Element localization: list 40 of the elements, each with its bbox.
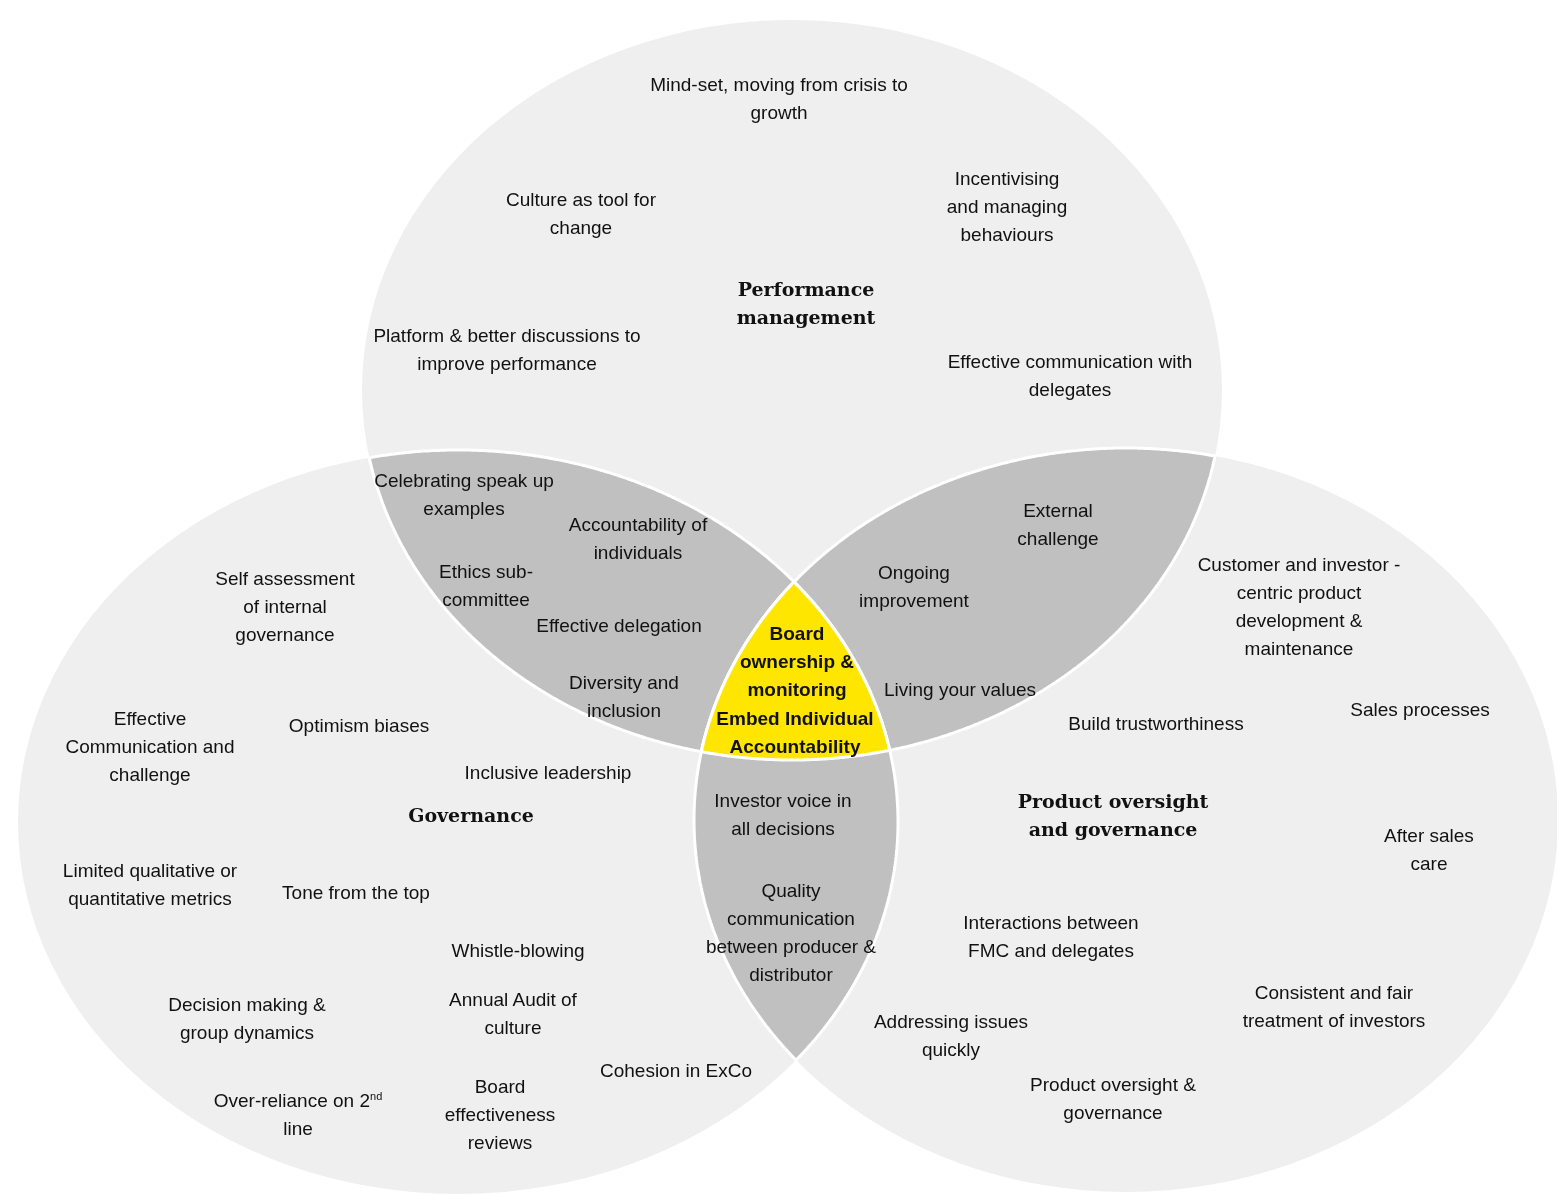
item-text: Mind-set, moving from crisis to growth — [649, 73, 909, 125]
circle-title: Performance management — [735, 277, 877, 330]
circle-title: Governance — [407, 803, 535, 828]
item-text: Interactions between FMC and delegates — [962, 911, 1140, 963]
item-text: Decision making & group dynamics — [167, 993, 327, 1045]
item-text: Ethics sub-committee — [438, 560, 534, 612]
item-text: Customer and investor - centric product development & maintenance — [1196, 553, 1402, 661]
item-text: Optimism biases — [287, 714, 431, 738]
item-text: Addressing issues quickly — [872, 1010, 1030, 1062]
item-text: Effective Communication and challenge — [64, 707, 236, 787]
item-text: After sales care — [1383, 824, 1475, 876]
item-text: Incentivising and managing behaviours — [945, 167, 1069, 247]
circle-title: Product oversight and governance — [1016, 789, 1210, 842]
item-text: Over-reliance on 2$^{nd}$ line — [212, 1088, 384, 1141]
item-text: Cohesion in ExCo — [598, 1059, 754, 1083]
item-text: Sales processes — [1349, 698, 1491, 722]
item-text: Self assessment of internal governance — [214, 567, 356, 647]
item-text: Tone from the top — [281, 881, 431, 905]
item-text: Accountability of individuals — [567, 513, 709, 565]
item-text: Inclusive leadership — [463, 761, 633, 785]
item-text: Living your values — [882, 678, 1038, 702]
item-text: Ongoing improvement — [858, 561, 970, 613]
item-text: Limited qualitative or quantitative metrics — [61, 859, 239, 911]
item-text: Culture as tool for change — [505, 188, 657, 240]
item-text: Platform & better discussions to improve performance — [372, 324, 642, 376]
item-text: Investor voice in all decisions — [713, 789, 853, 841]
item-text: Diversity and inclusion — [568, 671, 680, 723]
item-text: Annual Audit of culture — [448, 988, 578, 1040]
item-text: Board effectiveness reviews — [443, 1075, 557, 1155]
item-text: Embed Individual Accountability — [715, 707, 875, 759]
item-text: Whistle-blowing — [450, 939, 586, 963]
item-text: Effective communication with delegates — [946, 350, 1194, 402]
item-text: Consistent and fair treatment of investors — [1241, 981, 1427, 1033]
item-text: Build trustworthiness — [1067, 712, 1245, 736]
item-text: Board ownership & monitoring — [739, 622, 855, 702]
item-text: External challenge — [1016, 499, 1100, 551]
item-text: Product oversight & governance — [1029, 1073, 1197, 1125]
item-text: Celebrating speak up examples — [373, 469, 555, 521]
item-text: Effective delegation — [535, 614, 703, 638]
item-text: Quality communication between producer & distributor — [704, 879, 878, 987]
